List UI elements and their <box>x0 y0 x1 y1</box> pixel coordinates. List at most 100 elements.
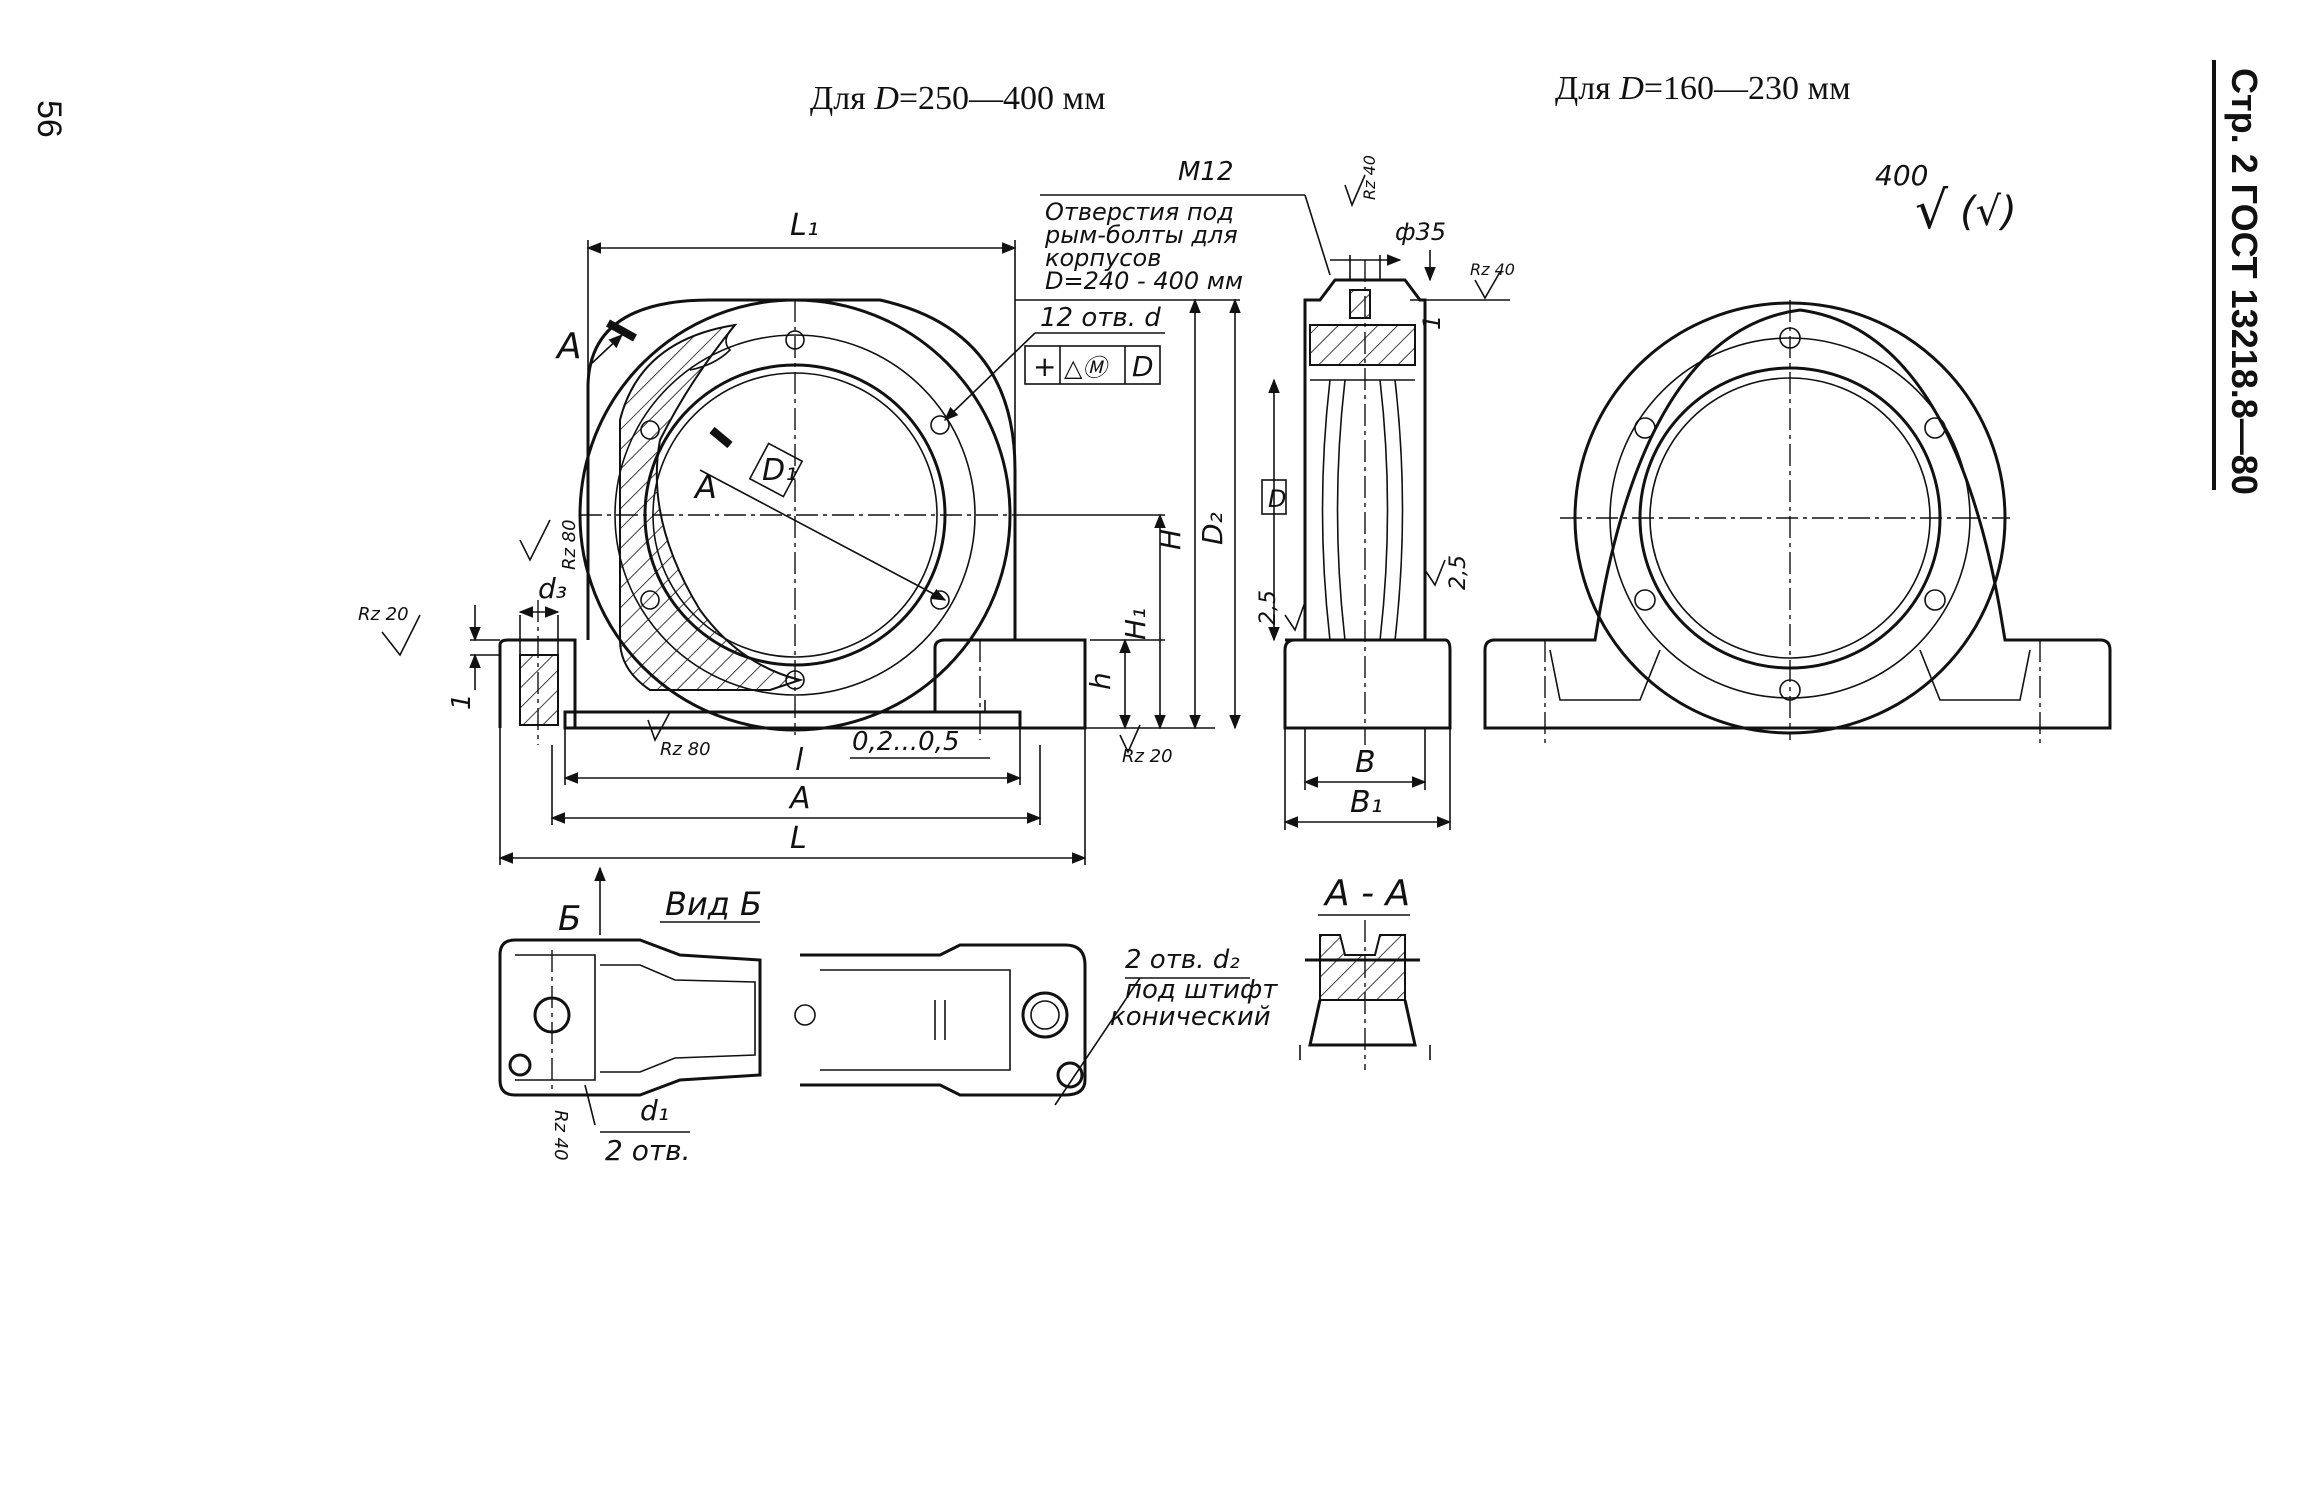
roughness-mark <box>647 711 671 742</box>
dim-A: A <box>788 781 811 816</box>
header-left-prefix: Для <box>810 80 866 117</box>
side-view: D ф35 Rz 40 Rz 40 1 2,5 2,5 B <box>1256 155 1515 830</box>
view-b-arrow-label: Б <box>558 899 581 939</box>
right-foot <box>933 638 1087 730</box>
bolt-hole <box>1634 589 1656 611</box>
dim-L: L <box>790 821 807 856</box>
left-side-marks: d₃ Rz 80 Rz 20 1 Rz 80 Rz 20 <box>358 519 1173 767</box>
dim-H: H <box>1154 529 1187 550</box>
rz80-a: Rz 80 <box>559 519 580 570</box>
dim-phi35: ф35 <box>1395 218 1446 246</box>
rz80-b: Rz 80 <box>660 739 711 760</box>
rz20-a: Rz 20 <box>358 604 409 625</box>
dim-D1: D₁ <box>762 453 797 488</box>
section-aa-hatch <box>1319 934 1406 1001</box>
dim-l: l <box>795 743 804 778</box>
roughness-bracket: (√) <box>1960 189 2017 235</box>
pin-holes-3: конический <box>1110 1002 1271 1032</box>
dim-1-top: 1 <box>1418 315 1446 330</box>
header-left: Для D=250—400 мм <box>810 80 1106 118</box>
housing-bolt-circle <box>614 334 976 696</box>
break-line <box>689 324 736 371</box>
running-title-rule <box>2212 60 2216 490</box>
chamfer-a: 2,5 <box>1256 590 1281 625</box>
dim-B: B <box>1355 745 1376 780</box>
dim-1-left: 1 <box>447 693 477 710</box>
bottom-dims: l A L 0,2...0,5 <box>498 700 1087 865</box>
section-hatch <box>619 323 804 691</box>
bolt-hole <box>930 415 950 435</box>
pin-holes-1: 2 отв. d₂ <box>1125 945 1240 975</box>
header-right-range: =160—230 мм <box>1643 70 1851 107</box>
cut-mark <box>709 426 733 449</box>
roughness-mark <box>519 519 551 562</box>
roughness-value: 400 <box>1875 159 1928 192</box>
header-left-symbol: D <box>874 80 899 117</box>
dim-L1: L₁ <box>790 208 819 243</box>
dim-gap: 0,2...0,5 <box>852 727 960 757</box>
right-bolt-holes <box>1634 327 1946 701</box>
dim-d3: d₃ <box>538 572 567 605</box>
view-b-right <box>800 943 1087 1097</box>
vertical-dims: h H₁ H D₂ <box>1015 298 1241 730</box>
roughness-mark <box>1119 724 1141 754</box>
rz40-b: Rz 40 <box>1470 260 1515 279</box>
right-body <box>1483 308 2112 730</box>
cut-label-a-mid: А <box>693 468 717 506</box>
side-base <box>1283 638 1452 730</box>
tol-datum: D <box>1132 350 1154 383</box>
cut-label-a-left: А <box>555 326 582 367</box>
cut-plane-a: А А <box>555 319 733 506</box>
holes-note-1: Отверстия под <box>1045 198 1234 226</box>
rz40-a: Rz 40 <box>1360 155 1379 200</box>
dim-H1: H₁ <box>1119 608 1152 640</box>
header-right-symbol: D <box>1619 70 1644 107</box>
header-right-prefix: Для <box>1555 70 1611 107</box>
thread-M12: М12 <box>1178 157 1234 187</box>
bolt-hole <box>640 420 660 440</box>
general-roughness-note: 400 √ (√) <box>1875 159 2017 241</box>
rz20-b: Rz 20 <box>1122 746 1173 767</box>
bolt-hole <box>1634 417 1656 439</box>
view-b: Б Вид Б Rz 40 d₁ 2 отв. 2 отв. <box>498 866 1278 1167</box>
view-b-left <box>498 938 762 1097</box>
dim-d1: d₁ <box>640 1094 669 1127</box>
section-aa-title: А - А <box>1323 873 1410 914</box>
header-right: Для D=160—230 мм <box>1555 70 1851 108</box>
left-foot <box>498 638 577 728</box>
base-plate <box>563 710 1022 730</box>
holes-note-2: рым-болты для <box>1044 221 1238 249</box>
d1-leader <box>699 469 947 601</box>
view-b-small-hole <box>508 1053 532 1077</box>
cut-mark <box>606 319 637 342</box>
dim-h: h <box>1084 672 1117 690</box>
tolerance-frame <box>1024 345 1161 385</box>
dim-B1: B₁ <box>1350 785 1383 820</box>
section-aa: А - А <box>1299 873 1431 1070</box>
cut-arrow <box>589 334 624 366</box>
tol-value: △Ⓜ <box>1064 354 1110 382</box>
bolt-hole <box>1779 327 1801 349</box>
bolt-hole <box>1779 679 1801 701</box>
right-view <box>1483 300 2112 745</box>
bolt-hole <box>1924 589 1946 611</box>
view-b-title: Вид Б <box>665 885 762 923</box>
view-b-pin-hole <box>1056 1061 1084 1089</box>
dim-L1-group: L₁ <box>586 208 1017 470</box>
bolt-hole <box>640 590 660 610</box>
holes-note-3: корпусов <box>1045 244 1161 272</box>
holes-note-4: D=240 - 400 мм <box>1045 267 1243 295</box>
roughness-mark <box>381 614 421 657</box>
upper-callouts: М12 Отверстия под рым-болты для корпусов… <box>943 157 1331 422</box>
side-top-section <box>1309 324 1416 366</box>
holes-12: 12 отв. d <box>1040 303 1161 333</box>
view-b-right-hole <box>1021 991 1069 1039</box>
dim-D: D <box>1268 485 1286 513</box>
pin-holes-2: под штифт <box>1125 975 1278 1005</box>
left-foot-hole-section <box>519 654 559 726</box>
roughness-symbol: √ <box>1915 181 1949 241</box>
bolt-hole <box>1924 417 1946 439</box>
holes-2: 2 отв. <box>605 1134 691 1167</box>
